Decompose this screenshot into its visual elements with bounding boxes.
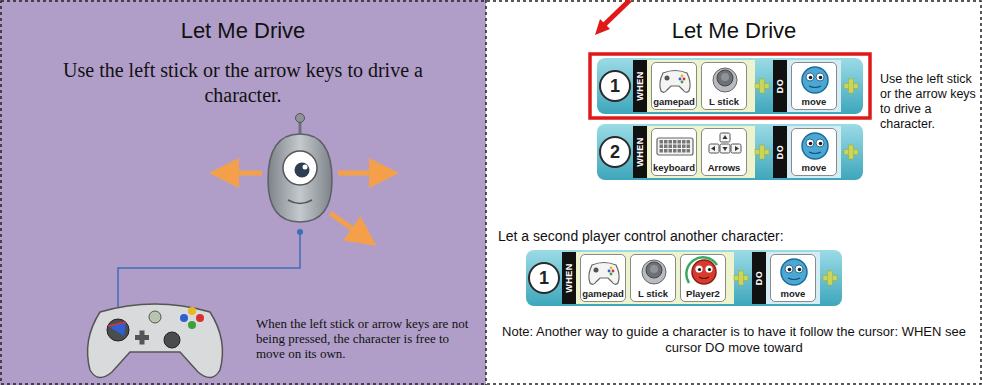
keyboard-icon (652, 129, 698, 163)
stick-tile: L stick (701, 62, 747, 110)
stick-icon (631, 255, 677, 289)
player-icon (681, 255, 727, 289)
pointer-arrow (604, 0, 630, 25)
rule-number: 1 (600, 71, 630, 101)
note-text: Note: Another way to guide a character i… (496, 324, 972, 356)
tile-label: L stick (631, 288, 675, 300)
pointer-arrowhead (595, 19, 610, 35)
player-tile: Player2 (680, 254, 726, 302)
instruction-text: Use the left stick or the arrow keys to … (58, 58, 428, 108)
left-panel-ground (0, 0, 486, 385)
gamepad-icon (581, 255, 627, 289)
rule-row: 2WHEN DO keyboard Arrows move (597, 124, 863, 180)
move-tile: move (770, 254, 816, 302)
move-icon (771, 255, 817, 289)
gamepad-tile: gamepad (651, 62, 697, 110)
do-label: DO (773, 61, 787, 111)
when-label: WHEN (562, 253, 576, 303)
tile-label: Player2 (681, 288, 725, 300)
panel-right: Let Me DriveUse the left stick or the ar… (486, 0, 982, 385)
highlight-box (590, 54, 870, 118)
rule-number: 1 (529, 263, 559, 293)
tile-label: move (792, 162, 836, 174)
when-label: WHEN (633, 127, 647, 177)
note-text: When the left stick or arrow keys are no… (256, 316, 478, 361)
tile-label: keyboard (652, 162, 696, 174)
arrows-tile: Arrows (701, 128, 747, 176)
panel-title: Let Me Drive (0, 18, 486, 44)
tile-label: move (771, 288, 815, 300)
rule-number: 2 (600, 137, 630, 167)
tile-label: gamepad (652, 96, 696, 108)
arrows-icon (702, 129, 748, 163)
rule-row: 1WHEN DO gamepad L stick Player2 move (526, 250, 842, 306)
move-arrow (224, 171, 262, 176)
gamepad-icon (652, 63, 698, 97)
move-tile: move (791, 128, 837, 176)
rule-row: 1WHEN DO gamepad L stick move (597, 58, 863, 114)
move-arrow (330, 213, 364, 237)
tile-label: L stick (702, 96, 746, 108)
tile-label: move (792, 96, 836, 108)
do-label: DO (752, 253, 766, 303)
stick-tile: L stick (630, 254, 676, 302)
tile-label: Arrows (702, 162, 746, 174)
panel-divider (485, 0, 487, 385)
move-arrow (338, 171, 384, 176)
keyboard-tile: keyboard (651, 128, 697, 176)
caption-text: Let a second player control another char… (498, 228, 968, 244)
gamepad-figure (88, 304, 223, 378)
move-icon (792, 129, 838, 163)
move-icon (792, 63, 838, 97)
panel-title: Let Me Drive (486, 18, 982, 44)
gamepad-tile: gamepad (580, 254, 626, 302)
robot-figure (268, 114, 332, 223)
wire-dot (297, 229, 303, 235)
side-note: Use the left stick or the arrow keys to … (880, 72, 976, 132)
stick-icon (702, 63, 748, 97)
move-tile: move (791, 62, 837, 110)
do-label: DO (773, 127, 787, 177)
tile-label: gamepad (581, 288, 625, 300)
panel-left: Let Me DriveUse the left stick or the ar… (0, 0, 486, 385)
when-label: WHEN (633, 61, 647, 111)
